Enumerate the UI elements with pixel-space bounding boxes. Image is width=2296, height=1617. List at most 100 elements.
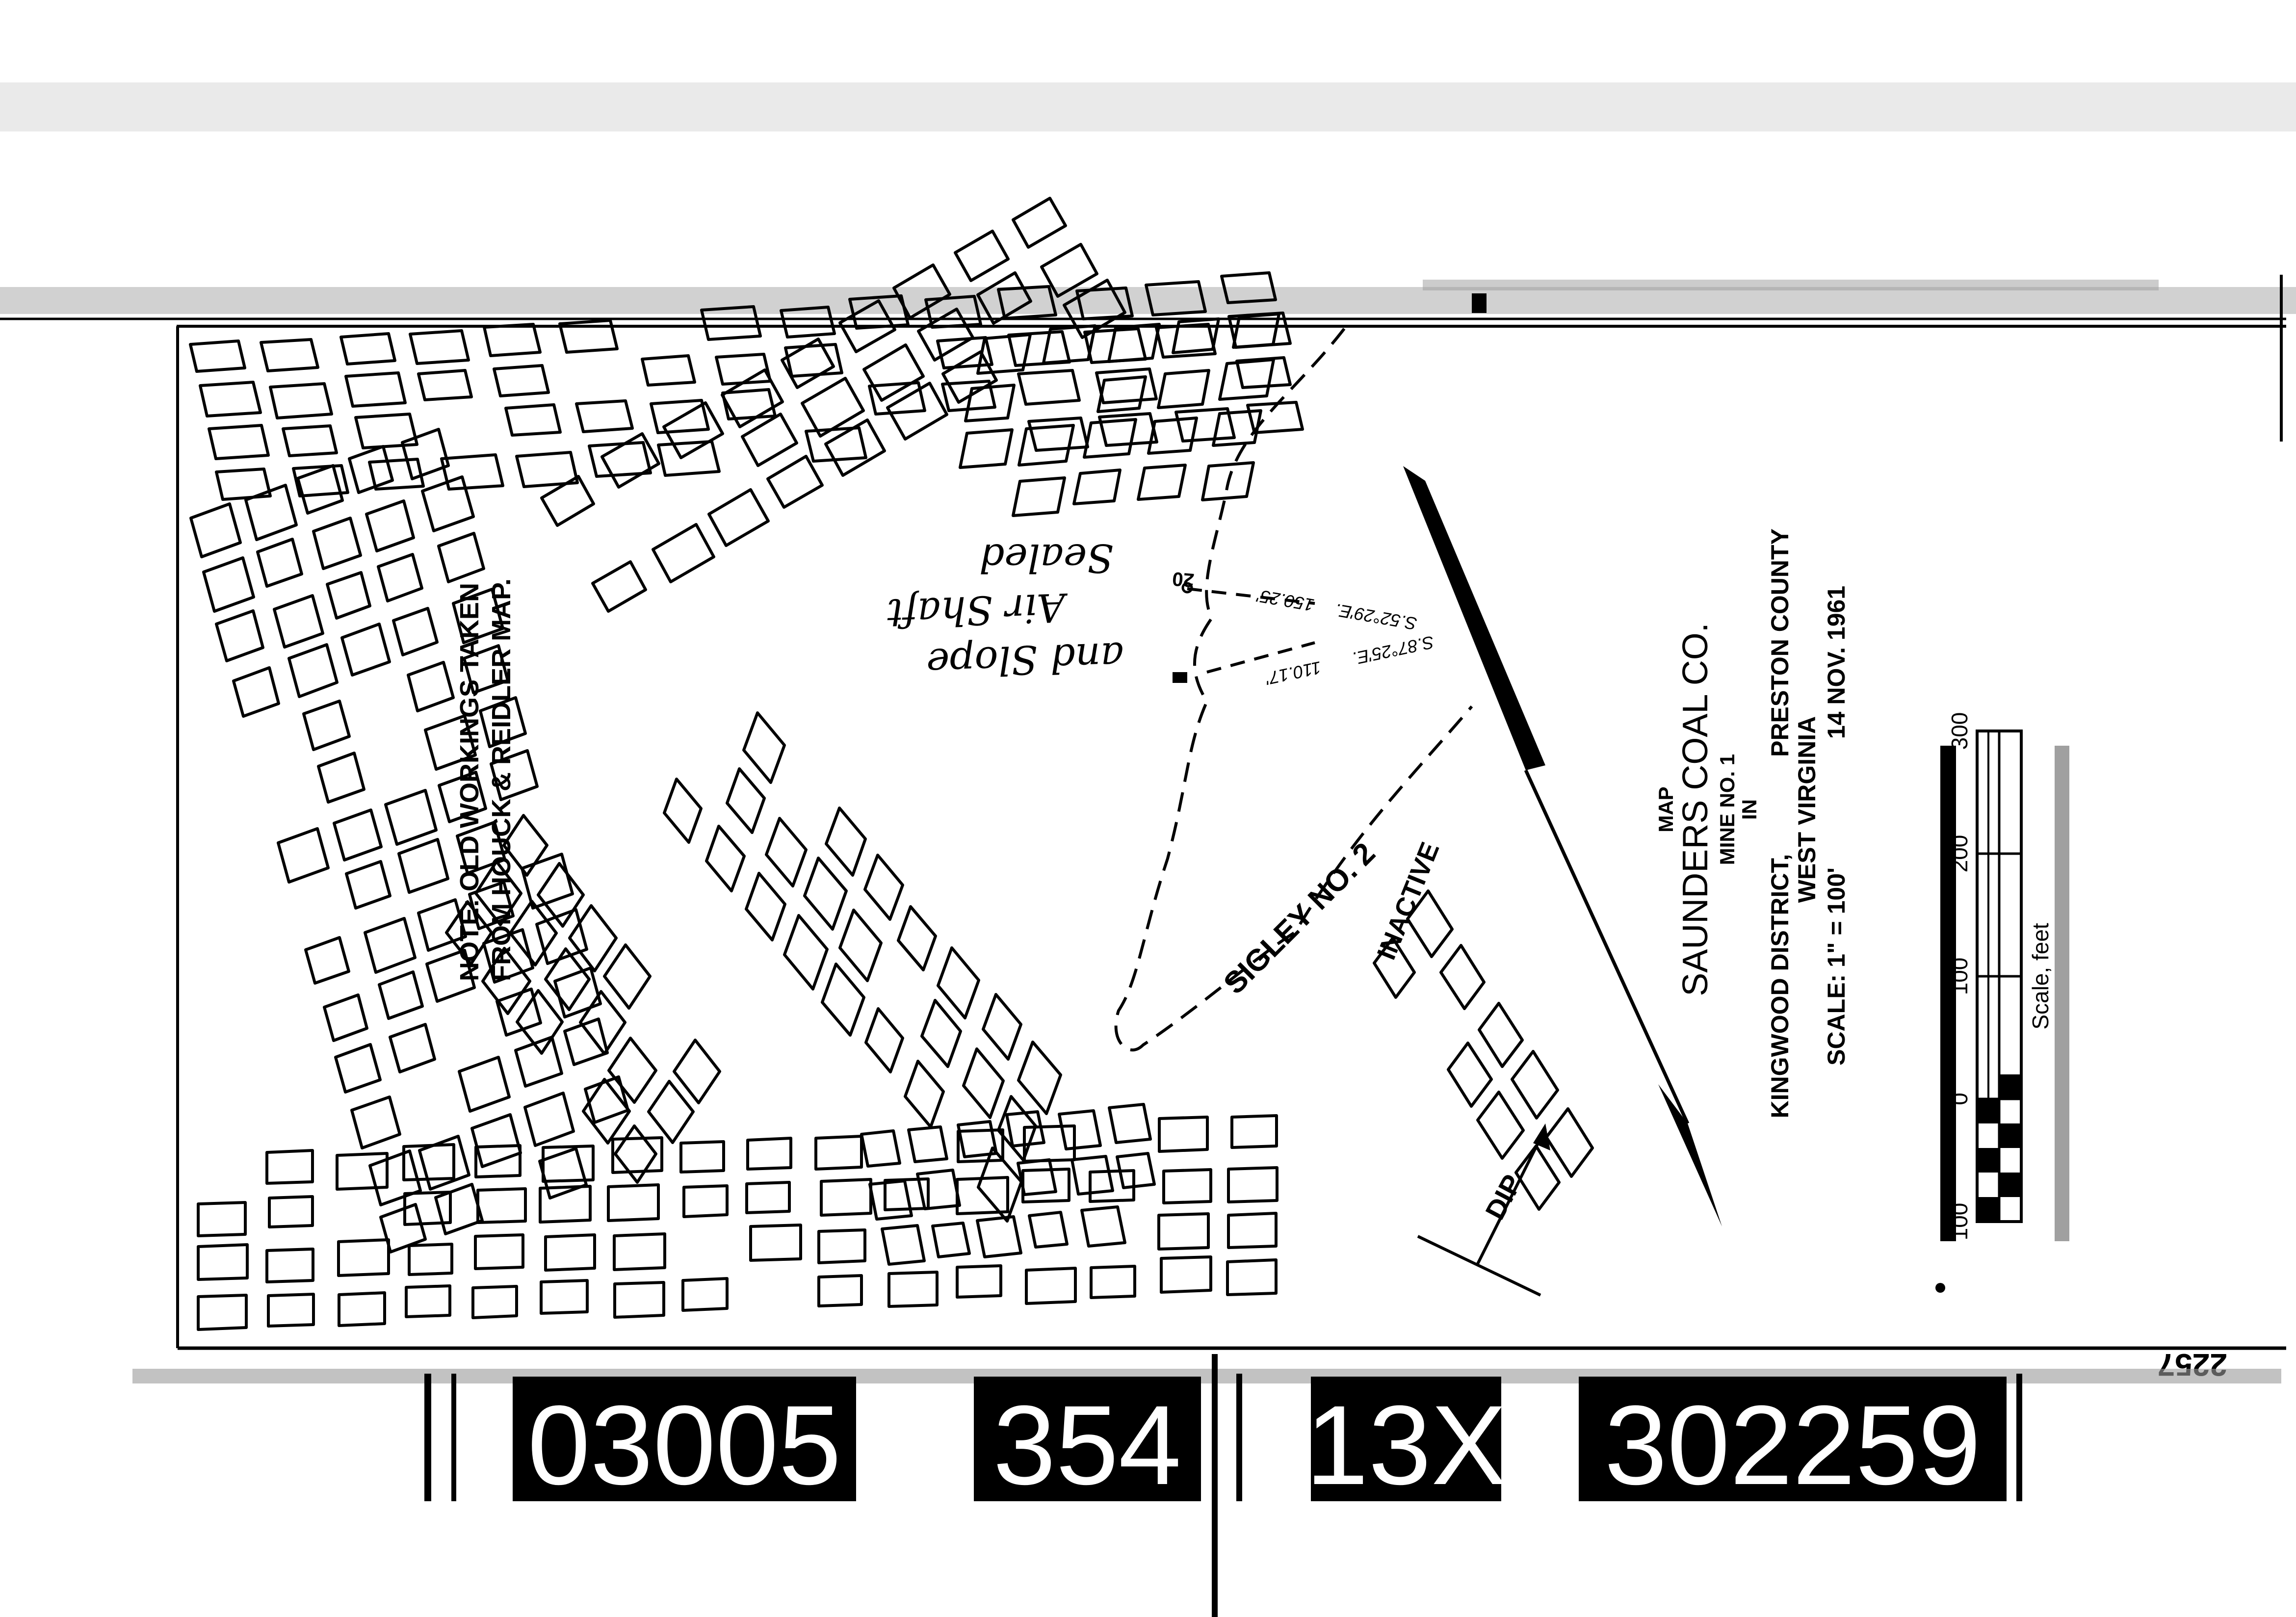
title-county: PRESTON COUNTY <box>1766 528 1794 757</box>
note-line-2: FROM HOUCK & REIDLER MAP. <box>487 578 516 981</box>
coal-pillar <box>384 789 438 846</box>
coal-pillar <box>1012 197 1067 249</box>
coal-pillar <box>745 872 786 941</box>
coal-pillar <box>336 1152 389 1191</box>
coal-pillar <box>344 371 407 408</box>
coal-pillar <box>197 1201 247 1237</box>
coal-pillar <box>378 970 424 1020</box>
coal-pillar <box>539 1185 592 1224</box>
coal-pillar <box>496 988 542 1037</box>
coal-pillar <box>613 1281 665 1319</box>
survey-line-1 <box>1187 587 1315 605</box>
coal-pillar <box>364 917 417 974</box>
coal-pillar <box>479 696 527 748</box>
scale-tick: 0 <box>1947 1093 1972 1105</box>
coal-pillar <box>1098 412 1158 447</box>
coal-pillar <box>440 453 504 491</box>
coal-pillar <box>1447 1042 1493 1108</box>
coal-pillar <box>650 399 710 434</box>
coal-pillar <box>470 1113 522 1168</box>
coal-pillar <box>1116 1152 1156 1189</box>
coal-pillar <box>821 963 865 1037</box>
registration-dot <box>1935 1283 1945 1293</box>
coal-pillar <box>409 329 470 365</box>
coal-pillar <box>805 426 867 463</box>
coal-pillar <box>848 294 910 330</box>
coal-pillar <box>558 319 619 354</box>
title-block: MAP SAUNDERS COAL CO. MINE NO. 1 IN KING… <box>1654 528 1850 1118</box>
coal-pillar <box>417 898 467 952</box>
coal-pillar <box>452 588 504 644</box>
coal-pillar <box>647 1080 695 1144</box>
coal-pillar <box>1040 243 1098 298</box>
coal-pillar <box>458 1056 511 1113</box>
coal-pillar <box>401 428 450 480</box>
coal-pillar <box>268 1195 314 1228</box>
coal-pillar <box>337 1238 390 1277</box>
scale-tick: 100 <box>1947 958 1972 995</box>
coal-pillar <box>1201 461 1255 501</box>
coal-pillar <box>1157 1212 1210 1251</box>
coal-pillar <box>781 338 835 389</box>
coal-pillar <box>603 943 652 1010</box>
coal-pillar <box>959 428 1014 469</box>
coal-pillar <box>600 432 660 489</box>
coal-pillar <box>941 380 996 412</box>
coal-pillar <box>1025 1267 1077 1305</box>
coal-pillar <box>1017 1158 1057 1196</box>
coal-pillar <box>868 381 926 416</box>
coal-pillar <box>982 993 1022 1061</box>
coal-pillar <box>339 332 396 365</box>
coal-pillar <box>838 909 883 982</box>
coal-pillar <box>474 860 522 926</box>
coal-pillar <box>215 468 272 501</box>
coal-pillar <box>681 1277 729 1312</box>
coal-pillar <box>765 817 808 887</box>
coal-pillar <box>957 1128 1004 1163</box>
coal-pillar <box>591 560 647 613</box>
scale-tick: 200 <box>1947 835 1972 873</box>
coal-pillar <box>860 1129 901 1168</box>
distance-1: 150.25' <box>1255 586 1315 616</box>
coal-pillar <box>941 350 998 404</box>
title-in: IN <box>1738 799 1761 820</box>
coal-pillar <box>1090 1265 1136 1299</box>
coal-pillar <box>721 368 784 428</box>
coal-pillar <box>389 1023 436 1073</box>
coal-pillar <box>614 1124 657 1184</box>
coal-pillar <box>523 1092 575 1147</box>
coal-pillar <box>417 369 473 401</box>
survey-line-2 <box>1206 641 1315 674</box>
coal-pillar <box>468 881 515 930</box>
coal-pillar <box>721 388 777 420</box>
survey-station <box>1181 582 1193 594</box>
coal-pillar <box>509 900 558 966</box>
coal-pillar <box>403 1191 452 1226</box>
coal-pillar <box>780 306 836 339</box>
coal-pillar <box>817 1274 863 1307</box>
coal-pillar <box>202 556 255 613</box>
coal-pillar <box>215 609 264 662</box>
coal-pillar <box>742 711 786 784</box>
coal-pillar <box>1227 1166 1278 1203</box>
coal-pillar <box>540 1279 589 1315</box>
coal-pillar <box>421 475 475 532</box>
coal-pillar <box>820 1178 872 1217</box>
coal-pillar <box>476 1187 527 1224</box>
coal-pillar <box>418 1135 470 1191</box>
coal-pillar <box>862 343 925 402</box>
coal-pillar <box>1058 1109 1102 1150</box>
coal-pillar <box>340 623 391 677</box>
coal-pillar <box>338 1291 386 1327</box>
coal-pillar <box>1096 375 1147 413</box>
film-id-4: 302259 <box>1604 1382 1981 1508</box>
distance-2: 110.17' <box>1263 657 1323 689</box>
coal-pillar <box>208 424 270 460</box>
coal-pillar <box>1070 1155 1114 1196</box>
coal-pillar <box>490 749 539 801</box>
coal-pillar <box>197 1243 249 1281</box>
coal-pillar <box>956 1176 1009 1215</box>
coal-pillar <box>962 1047 1005 1119</box>
coal-pillar <box>302 700 351 751</box>
